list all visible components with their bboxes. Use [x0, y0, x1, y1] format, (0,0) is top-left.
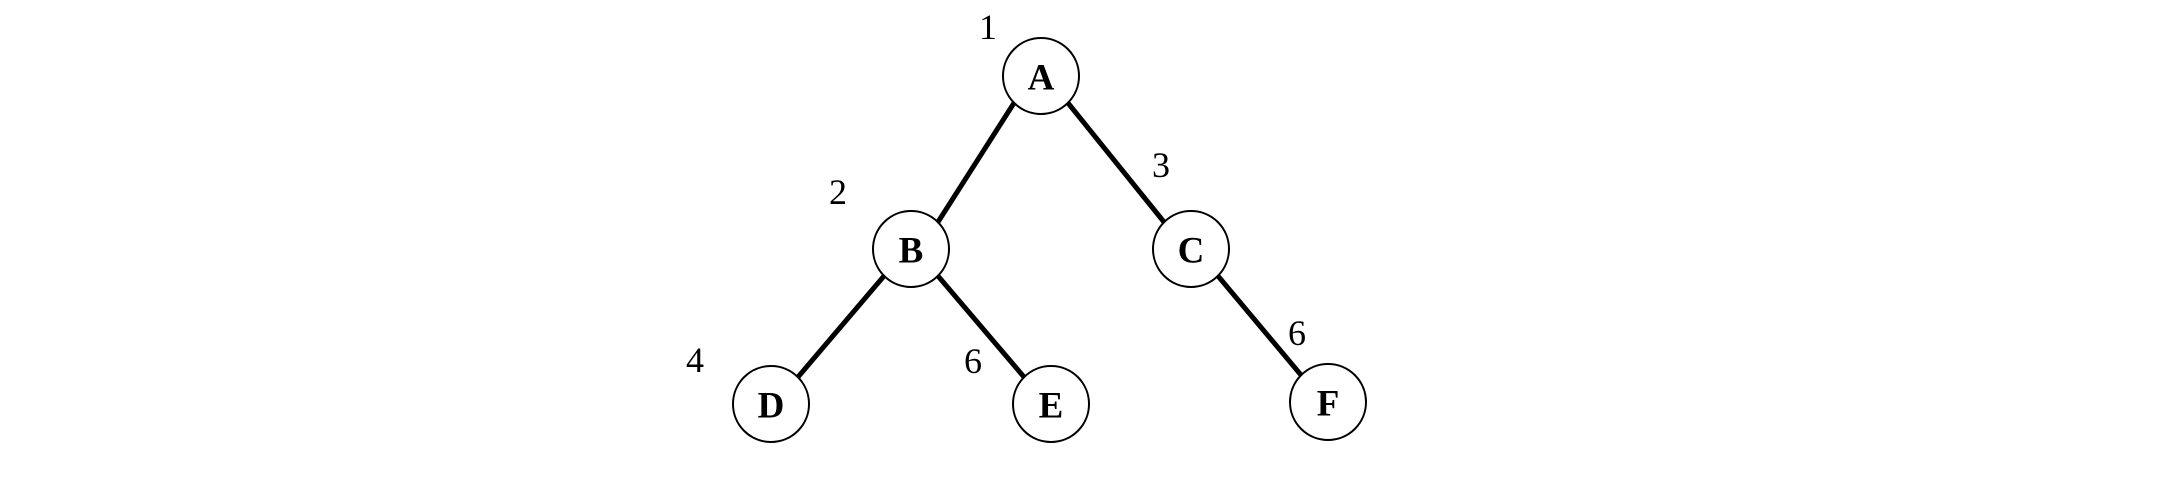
node-d-circle[interactable] [732, 365, 810, 443]
node-e-circle[interactable] [1012, 365, 1090, 443]
node-f-label: F [1317, 384, 1340, 425]
edge-a-c [1066, 101, 1166, 224]
node-f-circle[interactable] [1289, 363, 1367, 441]
weight-label-b: 2 [829, 172, 847, 212]
weight-label-d: 4 [686, 340, 704, 380]
edge-group [796, 101, 1303, 379]
weight-label-a: 1 [979, 7, 997, 47]
node-a-label: A [1028, 58, 1055, 99]
node-b-label: B [899, 231, 924, 272]
node-c-label: C [1178, 231, 1205, 272]
node-d-label: D [758, 386, 785, 427]
weight-label-c: 3 [1152, 145, 1170, 185]
node-e-label: E [1039, 386, 1064, 427]
node-b-circle[interactable] [872, 210, 950, 288]
node-c[interactable]: C [1152, 210, 1230, 288]
node-f[interactable]: F [1289, 363, 1367, 441]
edge-b-d [796, 274, 886, 379]
edge-b-e [936, 274, 1026, 379]
node-c-circle[interactable] [1152, 210, 1230, 288]
edge-a-b [935, 101, 1017, 224]
node-a[interactable]: A [1002, 37, 1080, 115]
node-b[interactable]: B [872, 210, 950, 288]
weight-label-f: 6 [1288, 313, 1306, 353]
weight-label-group: 1 2 3 4 6 6 [686, 7, 1306, 381]
node-a-circle[interactable] [1002, 37, 1080, 115]
node-d[interactable]: D [732, 365, 810, 443]
edge-c-f [1216, 274, 1303, 377]
weight-label-e: 6 [964, 341, 982, 381]
node-group: A B C D E F [732, 37, 1367, 443]
node-e[interactable]: E [1012, 365, 1090, 443]
